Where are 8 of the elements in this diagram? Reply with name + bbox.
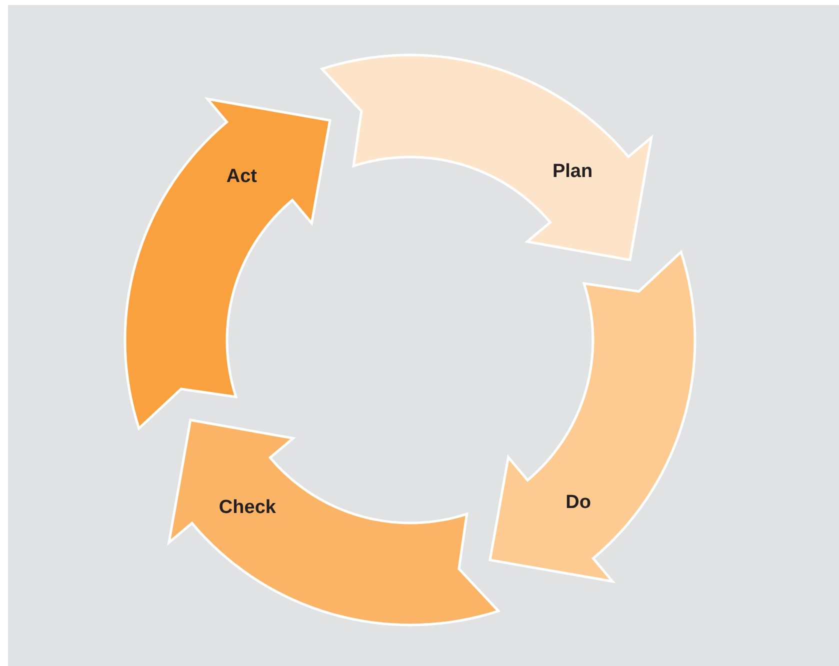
cycle-arrow-segment — [322, 55, 652, 260]
cycle-arrow-segment — [490, 252, 695, 582]
stage-label: Check — [218, 497, 276, 520]
cycle-arrow-segment — [168, 420, 498, 625]
stage-label: Plan — [552, 160, 593, 183]
stage-label: Do — [566, 492, 591, 514]
stage-label: Act — [226, 166, 257, 188]
cycle-arrow-segment — [125, 98, 330, 428]
